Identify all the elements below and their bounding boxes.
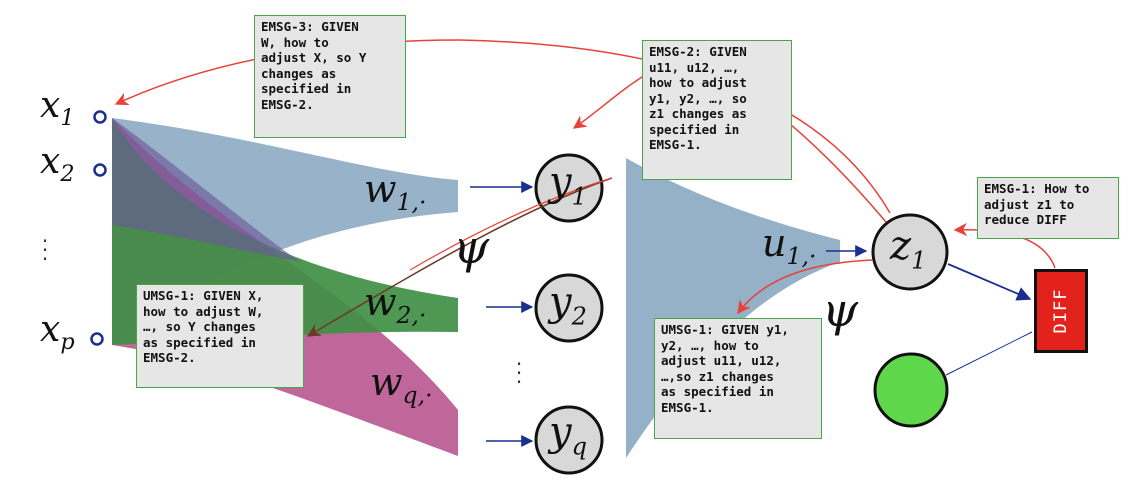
emsg3-arrow	[114, 39, 891, 214]
label-xp: xp	[40, 309, 75, 355]
umsg1-right-arrow	[737, 259, 873, 315]
input-node-xp	[90, 332, 104, 346]
umsg1-left-arrow-upper	[409, 177, 613, 271]
weight-fan-w1	[112, 118, 458, 345]
neuron-label-z1: z1	[890, 223, 927, 275]
input-node-x1	[93, 110, 107, 124]
neuron-label-y2: y2	[549, 279, 587, 331]
note-umsg1-left: UMSG-1: GIVEN X, how to adjust W, …, so …	[136, 284, 304, 388]
label-x2: x2	[40, 141, 75, 187]
input-ellipsis: · · ·	[41, 229, 49, 271]
arrow-z1-to-diff	[947, 263, 1032, 301]
neuron-y1	[534, 153, 604, 223]
diff-label: DIFF	[1051, 288, 1071, 334]
neuron-ellipsis: · · ·	[515, 352, 523, 394]
label-w1: w1,·	[364, 167, 427, 217]
note-emsg2: EMSG-2: GIVEN u11, u12, …, how to adjust…	[642, 40, 792, 180]
bias-node	[873, 352, 949, 428]
neuron-z1	[871, 213, 949, 291]
input-node-x2	[93, 163, 107, 177]
neuron-label-y1: y1	[549, 159, 587, 211]
activation-psi-right: ψ	[822, 283, 859, 337]
neuron-yq	[534, 405, 604, 475]
diff-box: DIFF	[1034, 269, 1088, 353]
activation-psi-left: ψ	[453, 220, 490, 274]
neuron-label-yq: yq	[549, 409, 587, 461]
arrow-bias-to-diff	[945, 331, 1033, 376]
label-x1: x1	[40, 85, 75, 131]
label-wq: wq,·	[370, 360, 433, 410]
note-emsg3: EMSG-3: GIVEN W, how to adjust X, so Y c…	[254, 15, 406, 138]
weight-fan-overlap	[112, 118, 300, 262]
note-emsg1: EMSG-1: How to adjust z1 to reduce DIFF	[977, 177, 1119, 239]
note-umsg1-right: UMSG-1: GIVEN y1, y2, …, how to adjust u…	[654, 318, 822, 439]
neuron-y2	[534, 273, 604, 343]
label-u1: u1,·	[762, 221, 817, 271]
umsg1-left-arrow	[306, 177, 613, 337]
label-w2: w2,·	[364, 280, 427, 330]
